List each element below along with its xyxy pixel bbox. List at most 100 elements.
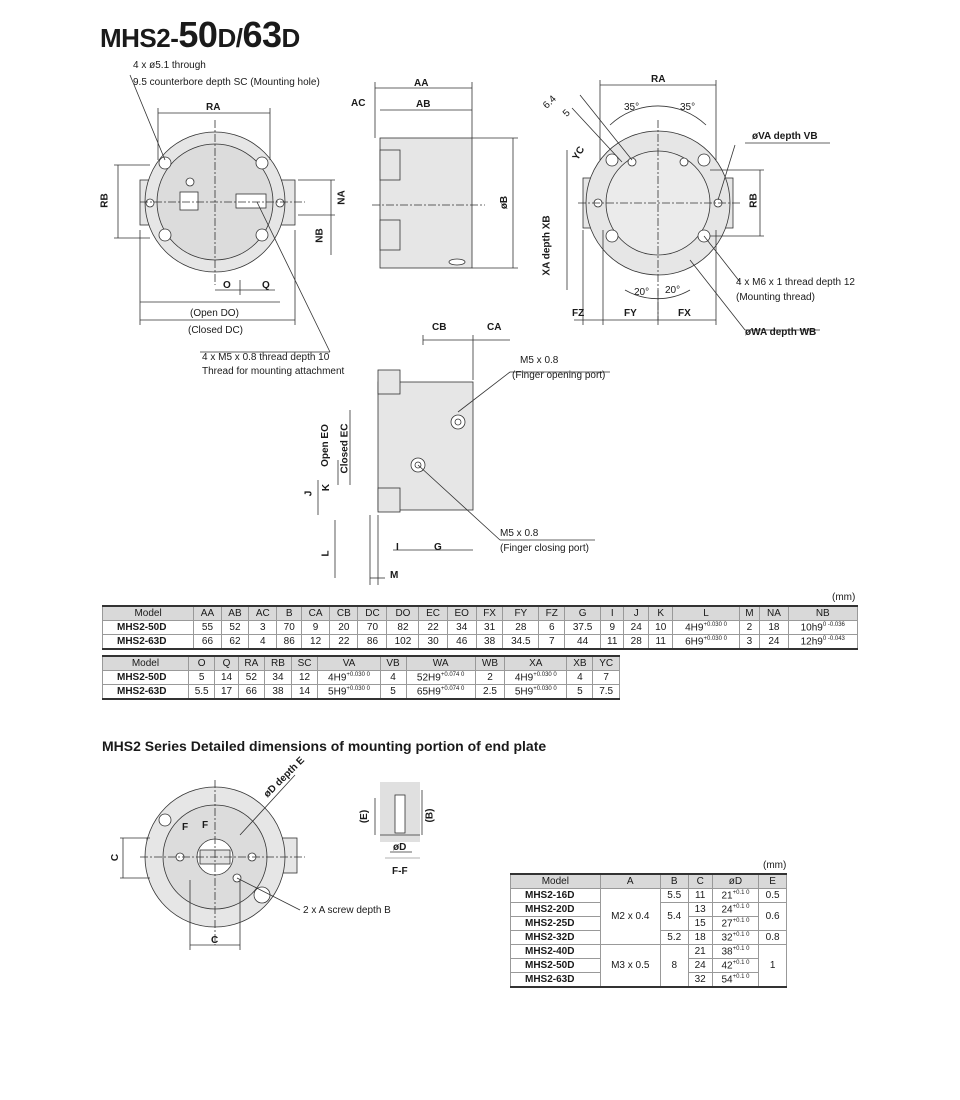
table-cell: 10	[647, 620, 674, 635]
end-view-drawing	[114, 74, 335, 353]
m6-label: 4 x M6 x 1 thread depth 12	[736, 277, 855, 288]
f2-label: F	[202, 820, 209, 831]
table-cell: 7	[538, 634, 566, 650]
table-cell: 86	[276, 634, 302, 650]
thread-attach-label: Thread for mounting attachment	[202, 366, 345, 377]
table-cell: 70	[276, 620, 302, 635]
thread-m5-label: 4 x M5 x 0.8 thread depth 10	[202, 352, 330, 363]
table-cell: 6	[538, 620, 566, 635]
dim-ra-label: RA	[206, 102, 221, 113]
m5-open-label: M5 x 0.8	[520, 355, 559, 366]
table-cell: 4	[248, 634, 278, 650]
page-title: MHS2-50D/63D	[100, 14, 300, 55]
table-cell: 7	[592, 670, 620, 685]
table-cell: 55	[193, 620, 222, 635]
header-cell: AA	[193, 605, 222, 621]
header-cell: CA	[300, 605, 331, 621]
table-cell: 4H9+0.030 0	[504, 670, 568, 685]
table-cell: 22	[418, 620, 448, 635]
table-cell: 62	[220, 634, 250, 650]
table-cell: 2	[738, 620, 761, 635]
table-cell: 5H9+0.030 0	[504, 684, 568, 700]
table-cell: 42+0.1 0	[711, 958, 760, 973]
e-paren-label: (E)	[359, 809, 371, 824]
hole-count-label: 4 x ø5.1 through	[133, 60, 206, 71]
tolerance: +0.030 0	[346, 671, 370, 678]
table-cell: 6H9+0.030 0	[672, 634, 740, 650]
header-cell: O	[187, 655, 216, 671]
header-cell: C	[687, 873, 713, 889]
header-cell: AC	[248, 605, 278, 621]
table-cell: 70	[357, 620, 388, 635]
header-cell: B	[276, 605, 302, 621]
b-paren-label: (B)	[424, 808, 436, 823]
table-cell: 3	[248, 620, 278, 635]
table-cell: 7.5	[592, 684, 620, 700]
header-cell: Model	[102, 655, 189, 671]
dim-ca-label: CA	[487, 322, 502, 333]
header-cell: L	[672, 605, 740, 621]
header-cell: K	[647, 605, 674, 621]
closed-ec-label: Closed EC	[339, 423, 351, 474]
table-cell: 0.8	[758, 930, 787, 945]
table-cell: 38+0.1 0	[711, 944, 760, 959]
header-cell: WB	[474, 655, 506, 671]
table-cell: 13	[687, 902, 713, 917]
tolerance: +0.074 0	[440, 685, 465, 692]
table-cell: MHS2-50D	[510, 958, 601, 973]
open-eo-label: Open EO	[319, 424, 331, 467]
table-cell: 32	[687, 972, 713, 988]
dim-fy-label: FY	[624, 308, 637, 319]
angle-35-left: 35°	[624, 102, 640, 113]
closed-dc-label: (Closed DC)	[188, 325, 244, 336]
header-cell: G	[564, 605, 601, 621]
table-cell: MHS2-32D	[510, 930, 601, 945]
table-cell: 18	[687, 930, 713, 945]
table-cell: 18	[759, 620, 789, 635]
table-cell: 8	[659, 944, 689, 988]
finger-close-label: (Finger closing port)	[500, 543, 589, 554]
table-cell: 52H9+0.074 0	[405, 670, 476, 685]
table-cell: 2	[474, 670, 506, 685]
table-cell: 54+0.1 0	[711, 972, 760, 988]
table-cell: 9	[300, 620, 331, 635]
table-cell: MHS2-16D	[510, 888, 601, 903]
table-cell: 17	[214, 684, 239, 700]
table-cell: 24	[623, 620, 649, 635]
table-cell: 24	[687, 958, 713, 973]
table-cell: 4	[379, 670, 407, 685]
table-cell: 11	[687, 888, 713, 903]
va-label: øVA depth VB	[752, 131, 818, 142]
tolerance: +0.1 0	[732, 959, 750, 966]
header-cell: J	[623, 605, 649, 621]
header-cell: EO	[446, 605, 477, 621]
header-cell: Model	[510, 873, 601, 889]
dim-g-label: G	[434, 542, 442, 553]
wa-label: øWA depth WB	[745, 327, 817, 338]
table-cell: 1	[758, 944, 787, 988]
dim-m-label: M	[390, 570, 399, 581]
table-cell: 52	[237, 670, 266, 685]
dim-fz-label: FZ	[572, 308, 585, 319]
header-cell: XB	[566, 655, 594, 671]
table-cell: 14	[214, 670, 239, 685]
f1-label: F	[182, 822, 189, 833]
table-cell: 0.6	[758, 902, 787, 931]
header-cell: VA	[317, 655, 381, 671]
open-do-label: (Open DO)	[190, 308, 239, 319]
table-cell: 11	[647, 634, 674, 650]
dim-k-label: K	[321, 483, 333, 492]
table-cell: MHS2-50D	[101, 620, 195, 635]
angle-35-right: 35°	[680, 102, 696, 113]
table-cell: 31	[475, 620, 504, 635]
table-cell: MHS2-63D	[510, 972, 601, 988]
dim-ac-label: AC	[351, 98, 366, 109]
tolerance: +0.030 0	[346, 685, 370, 692]
side-view-drawing	[372, 82, 518, 269]
dim-ra-back-label: RA	[651, 74, 666, 85]
